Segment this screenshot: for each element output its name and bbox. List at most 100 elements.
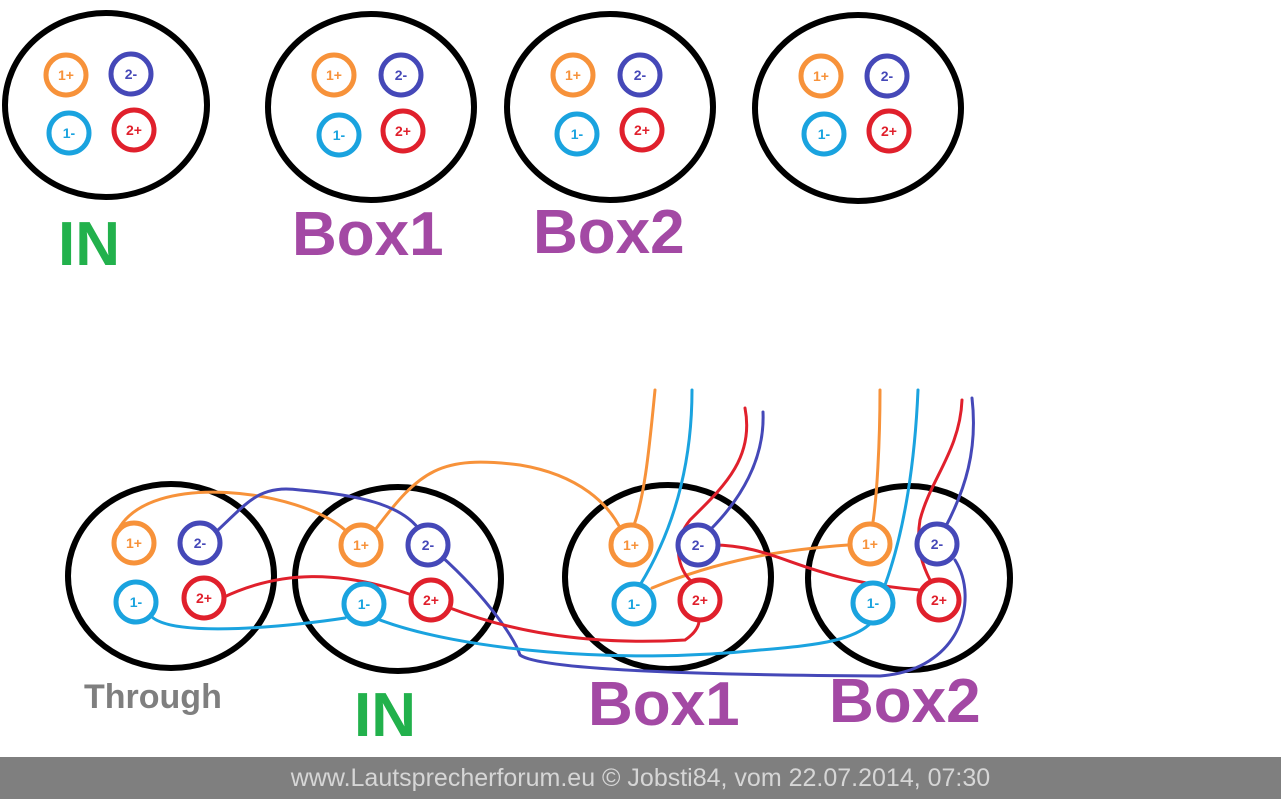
top-label-box1: Box1: [292, 200, 444, 269]
pin-2plus: [111, 107, 157, 153]
pin-1minus: [316, 112, 362, 158]
bottom-connector-in: [292, 484, 504, 674]
bottom-pins-box1: 1+ 2- 1- 2+: [608, 522, 723, 627]
bottom-label-in: IN: [354, 681, 416, 750]
bottom-pins-in: 1+ 2- 1- 2+: [338, 522, 454, 627]
pin-1plus-label: 1+: [623, 537, 639, 553]
speakon-wiring-diagram: 1+ 2- 1- 2+ 1+ 2- 1- 2+ 1+ 2- 1- 2+ 1+ 2…: [2, 10, 1013, 750]
pin-1minus-label: 1-: [818, 126, 831, 142]
pin-2minus: [108, 51, 154, 97]
pin-1plus-label: 1+: [862, 536, 878, 552]
wire-1minus-box2-lead: [883, 388, 920, 587]
bottom-label-box1: Box1: [588, 670, 740, 739]
bottom-pins-through: 1+ 2- 1- 2+: [111, 520, 227, 625]
pin-2plus: [866, 108, 912, 154]
pin-1plus-label: 1+: [353, 537, 369, 553]
pin-1plus-label: 1+: [813, 68, 829, 84]
pin-1plus-label: 1+: [326, 67, 342, 83]
wire-2minus-through-in: [216, 487, 420, 532]
wire-2minus-box1-lead: [708, 410, 765, 532]
pin-2minus: [914, 521, 960, 567]
pin-2minus-label: 2-: [422, 537, 435, 553]
wire-2plus-box2-lead: [917, 398, 964, 582]
pin-1plus: [608, 522, 654, 568]
pin-2minus-label: 2-: [931, 536, 944, 552]
pin-1minus: [341, 581, 387, 627]
pin-2minus-label: 2-: [692, 537, 705, 553]
pin-2minus-label: 2-: [395, 67, 408, 83]
pin-1plus: [550, 52, 596, 98]
wire-1minus-box1-lead: [638, 388, 694, 587]
bottom-connector-box1: [562, 482, 774, 672]
pin-1minus-label: 1-: [867, 595, 880, 611]
wire-2minus-in-box2: [438, 553, 967, 678]
top-connector-unlabeled: 1+ 2- 1- 2+: [752, 12, 964, 204]
bottom-label-box2: Box2: [829, 667, 981, 736]
pin-2plus: [181, 575, 227, 621]
footer-watermark: www.Lautsprecherforum.eu © Jobsti84, vom…: [0, 757, 1281, 799]
pin-1plus-label: 1+: [58, 67, 74, 83]
pin-1minus: [801, 111, 847, 157]
wire-1plus-box1-box2: [650, 543, 850, 590]
wire-2minus-box2-lead: [943, 396, 975, 530]
bottom-label-through: Through: [84, 678, 222, 716]
pin-1minus: [113, 579, 159, 625]
pin-2minus: [177, 520, 223, 566]
pin-1minus-label: 1-: [333, 127, 346, 143]
pin-1plus: [338, 522, 384, 568]
top-connector-box2: 1+ 2- 1- 2+: [504, 11, 716, 203]
pin-2minus-label: 2-: [125, 66, 138, 82]
top-label-box2: Box2: [533, 198, 685, 267]
pin-2plus: [619, 107, 665, 153]
pin-2plus: [677, 577, 723, 623]
pin-2minus-label: 2-: [634, 67, 647, 83]
pin-2plus: [408, 577, 454, 623]
wire-2plus-box1-lead: [676, 406, 749, 582]
wire-1plus-through-in: [116, 490, 347, 532]
top-label-in: IN: [58, 210, 120, 279]
pin-1minus: [611, 581, 657, 627]
top-connector-box1: 1+ 2- 1- 2+: [265, 11, 477, 203]
pin-1plus: [311, 52, 357, 98]
pin-1plus: [111, 520, 157, 566]
pin-2plus-label: 2+: [881, 123, 897, 139]
pin-2plus: [380, 108, 426, 154]
pin-2minus: [675, 522, 721, 568]
pin-2plus-label: 2+: [931, 592, 947, 608]
wire-1plus-box2-lead: [870, 388, 882, 530]
wire-1minus-in-box2: [378, 616, 877, 658]
pin-2plus-label: 2+: [126, 122, 142, 138]
pin-1minus-label: 1-: [571, 126, 584, 142]
pin-2plus-label: 2+: [692, 592, 708, 608]
pin-2minus-label: 2-: [881, 68, 894, 84]
pin-1minus: [554, 111, 600, 157]
pin-1minus: [46, 110, 92, 156]
pin-1minus-label: 1-: [358, 596, 371, 612]
wire-2plus-through-in: [220, 575, 414, 600]
pin-1minus-label: 1-: [63, 125, 76, 141]
pin-1minus-label: 1-: [628, 596, 641, 612]
top-connector-in: 1+ 2- 1- 2+: [2, 10, 210, 200]
bottom-connector-through: [65, 481, 277, 671]
pin-2minus: [617, 52, 663, 98]
pin-1plus: [798, 53, 844, 99]
pin-2plus-label: 2+: [634, 122, 650, 138]
pin-2plus-label: 2+: [423, 592, 439, 608]
pin-1plus: [43, 52, 89, 98]
pin-1plus: [847, 521, 893, 567]
pin-2minus: [405, 522, 451, 568]
wire-1plus-in-box1: [373, 460, 624, 534]
pin-1minus: [850, 580, 896, 626]
pin-2minus: [378, 52, 424, 98]
pin-1plus-label: 1+: [126, 535, 142, 551]
pin-1minus-label: 1-: [130, 594, 143, 610]
pin-2plus: [916, 577, 962, 623]
pin-2minus-label: 2-: [194, 535, 207, 551]
pin-2plus-label: 2+: [196, 590, 212, 606]
bottom-pins-box2: 1+ 2- 1- 2+: [847, 521, 962, 626]
wiring: [116, 388, 975, 678]
pin-2plus-label: 2+: [395, 123, 411, 139]
wire-1plus-box1-lead: [630, 388, 657, 532]
pin-1plus-label: 1+: [565, 67, 581, 83]
wire-1minus-through-in: [148, 613, 347, 631]
